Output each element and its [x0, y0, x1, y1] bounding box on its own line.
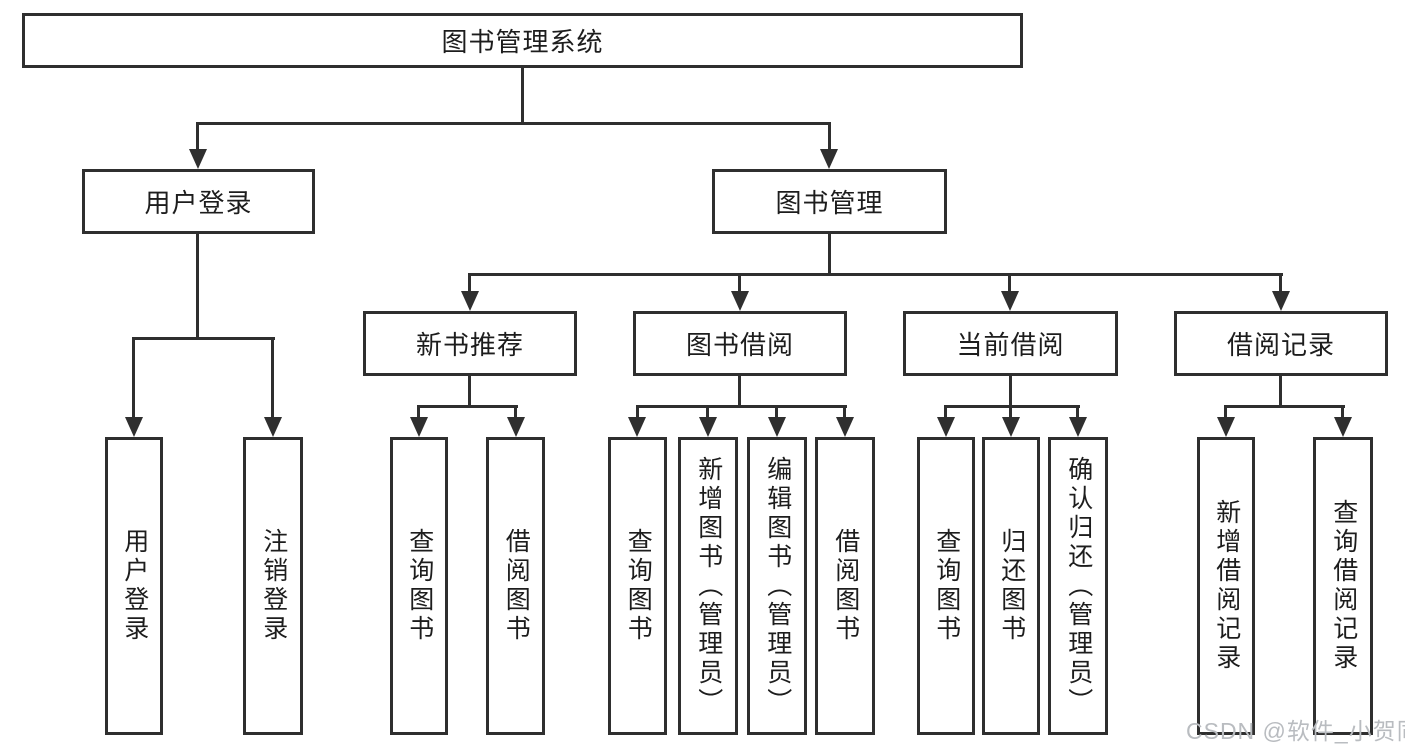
leaf-nb-borrow-books-label: 借阅图书	[502, 528, 531, 644]
connector-line	[196, 122, 199, 152]
leaf-user-login: 用户登录	[105, 437, 163, 735]
arrow-down-icon	[507, 417, 525, 437]
connector-line	[843, 405, 846, 419]
connector-line	[1224, 405, 1345, 408]
arrow-down-icon	[1334, 417, 1352, 437]
node-new-books-label: 新书推荐	[415, 330, 524, 360]
arrow-down-icon	[628, 417, 646, 437]
connector-line	[1279, 273, 1282, 293]
node-book-borrowing-label: 图书借阅	[685, 330, 794, 360]
node-current-borrowing: 当前借阅	[903, 311, 1118, 376]
connector-line	[738, 376, 741, 408]
leaf-user-login-label: 用户登录	[120, 528, 149, 644]
connector-line	[775, 405, 778, 419]
connector-line	[197, 122, 831, 125]
leaf-bb-add-books-admin: 新增图书（管理员）	[678, 437, 738, 735]
arrow-down-icon	[768, 417, 786, 437]
arrow-down-icon	[1002, 417, 1020, 437]
connector-line	[1009, 376, 1012, 408]
node-book-management: 图书管理	[712, 169, 947, 234]
arrow-down-icon	[1069, 417, 1087, 437]
node-root: 图书管理系统	[22, 13, 1023, 68]
leaf-bb-add-books-admin-label: 新增图书（管理员）	[694, 455, 723, 717]
leaf-bb-query-books-label: 查询图书	[624, 528, 653, 644]
leaf-bb-borrow-books-label: 借阅图书	[831, 528, 860, 644]
arrow-down-icon	[820, 149, 838, 169]
connector-line	[196, 234, 199, 339]
connector-line	[514, 405, 517, 419]
connector-line	[417, 405, 420, 419]
leaf-logout-label: 注销登录	[259, 528, 288, 644]
connector-line	[468, 376, 471, 408]
connector-line	[828, 122, 831, 152]
connector-line	[1341, 405, 1344, 419]
connector-line	[1224, 405, 1227, 419]
leaf-cb-return-books-label: 归还图书	[997, 528, 1026, 644]
node-new-books: 新书推荐	[363, 311, 577, 376]
connector-line	[828, 233, 831, 276]
leaf-bb-edit-books-admin-label: 编辑图书（管理员）	[763, 455, 792, 717]
connector-line	[271, 337, 274, 420]
connector-line	[468, 273, 471, 293]
leaf-bb-borrow-books: 借阅图书	[815, 437, 875, 735]
node-user-login: 用户登录	[82, 169, 315, 234]
leaf-bb-query-books: 查询图书	[608, 437, 667, 735]
arrow-down-icon	[461, 291, 479, 311]
arrow-down-icon	[1272, 291, 1290, 311]
connector-line	[706, 405, 709, 419]
leaf-nb-query-books: 查询图书	[390, 437, 448, 735]
connector-line	[738, 273, 741, 293]
arrow-down-icon	[264, 417, 282, 437]
connector-line	[944, 405, 947, 419]
arrow-down-icon	[189, 149, 207, 169]
leaf-logout: 注销登录	[243, 437, 303, 735]
leaf-nb-query-books-label: 查询图书	[405, 528, 434, 644]
leaf-br-query-record-label: 查询借阅记录	[1329, 499, 1358, 673]
leaf-br-add-record-label: 新增借阅记录	[1212, 499, 1241, 673]
node-user-login-label: 用户登录	[144, 188, 253, 218]
connector-line	[636, 405, 639, 419]
arrow-down-icon	[1001, 291, 1019, 311]
leaf-cb-confirm-return-admin-label: 确认归还（管理员）	[1064, 455, 1093, 717]
connector-line	[521, 68, 524, 125]
watermark-text: CSDN @软件_小贺同学	[1186, 718, 1405, 744]
leaf-cb-confirm-return-admin: 确认归还（管理员）	[1048, 437, 1108, 735]
node-current-borrowing-label: 当前借阅	[956, 330, 1065, 360]
connector-line	[1279, 376, 1282, 408]
arrow-down-icon	[125, 417, 143, 437]
connector-line	[636, 405, 847, 408]
connector-line	[133, 337, 275, 340]
leaf-br-query-record: 查询借阅记录	[1313, 437, 1373, 735]
connector-line	[1076, 405, 1079, 419]
connector-line	[132, 337, 135, 420]
connector-line	[418, 405, 518, 408]
arrow-down-icon	[699, 417, 717, 437]
leaf-cb-query-books-label: 查询图书	[932, 528, 961, 644]
leaf-nb-borrow-books: 借阅图书	[486, 437, 545, 735]
leaf-cb-query-books: 查询图书	[917, 437, 975, 735]
node-book-management-label: 图书管理	[775, 188, 884, 218]
leaf-br-add-record: 新增借阅记录	[1197, 437, 1255, 735]
leaf-bb-edit-books-admin: 编辑图书（管理员）	[747, 437, 807, 735]
connector-line	[944, 405, 1080, 408]
connector-line	[1008, 273, 1011, 293]
node-borrowing-records-label: 借阅记录	[1226, 330, 1335, 360]
arrow-down-icon	[836, 417, 854, 437]
arrow-down-icon	[937, 417, 955, 437]
connector-line	[469, 273, 1283, 276]
connector-line	[1009, 405, 1012, 419]
node-book-borrowing: 图书借阅	[633, 311, 847, 376]
arrow-down-icon	[1217, 417, 1235, 437]
arrow-down-icon	[410, 417, 428, 437]
arrow-down-icon	[731, 291, 749, 311]
leaf-cb-return-books: 归还图书	[982, 437, 1040, 735]
node-root-label: 图书管理系统	[441, 27, 604, 57]
node-borrowing-records: 借阅记录	[1174, 311, 1388, 376]
